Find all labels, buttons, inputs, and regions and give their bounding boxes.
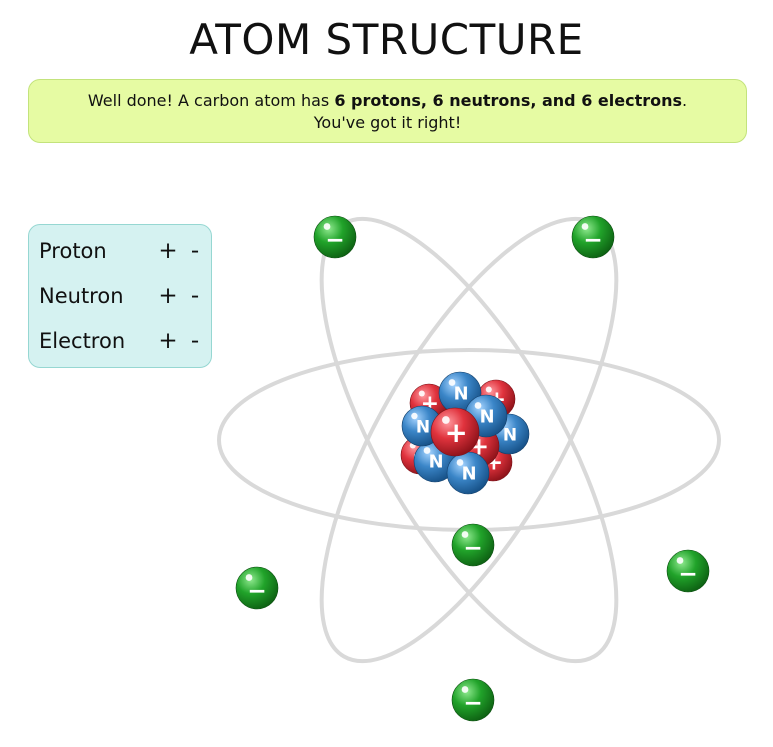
electron-charge-label: − bbox=[247, 578, 266, 604]
counter-row-neutron: Neutron + - bbox=[29, 277, 211, 322]
proton-shine bbox=[442, 416, 450, 424]
neutron-label: N bbox=[480, 407, 495, 428]
electron-charge-label: − bbox=[463, 690, 482, 716]
electron-particle: − bbox=[451, 678, 495, 722]
electron-shine bbox=[461, 686, 469, 693]
electron-charge-label: − bbox=[678, 561, 697, 587]
neutron-shine bbox=[448, 379, 456, 386]
add-proton-button[interactable]: + bbox=[158, 238, 178, 264]
proton-label: + bbox=[445, 416, 468, 449]
electron-particle: − bbox=[666, 549, 710, 593]
electron-particle: − bbox=[451, 523, 495, 567]
electron-group: − − − − − − bbox=[235, 215, 710, 722]
neutron-shine bbox=[456, 459, 464, 466]
electron-shine bbox=[676, 557, 684, 564]
electron-shine bbox=[245, 574, 253, 581]
particle-counter-panel: Proton + - Neutron + - Electron + - bbox=[28, 224, 212, 368]
neutron-label: Neutron bbox=[39, 284, 124, 308]
nucleus: ++++NNN+NNN+ bbox=[400, 371, 530, 495]
electron-charge-label: − bbox=[325, 227, 344, 253]
electron-particle: − bbox=[313, 215, 357, 259]
feedback-prefix: Well done! A carbon atom has bbox=[87, 91, 335, 110]
counter-row-proton: Proton + - bbox=[29, 232, 211, 277]
proton-shine bbox=[485, 386, 492, 393]
neutron-label: N bbox=[429, 452, 444, 473]
electron-shine bbox=[323, 223, 331, 230]
electron-particle: − bbox=[235, 566, 279, 610]
proton-shine bbox=[418, 390, 425, 397]
neutron-label: N bbox=[454, 384, 469, 405]
neutron-particle: N bbox=[446, 451, 490, 495]
neutron-shine bbox=[474, 402, 482, 409]
counter-row-electron: Electron + - bbox=[29, 322, 211, 367]
proton-label: Proton bbox=[39, 239, 107, 263]
neutron-label: N bbox=[416, 418, 430, 438]
remove-proton-button[interactable]: - bbox=[185, 238, 205, 264]
remove-electron-button[interactable]: - bbox=[185, 328, 205, 354]
neutron-label: N bbox=[503, 426, 517, 446]
feedback-banner: Well done! A carbon atom has 6 protons, … bbox=[28, 79, 747, 143]
electron-particle: − bbox=[571, 215, 615, 259]
electron-shine bbox=[461, 531, 469, 538]
neutron-label: N bbox=[462, 464, 477, 485]
proton-particle: + bbox=[430, 407, 480, 457]
electron-charge-label: − bbox=[463, 535, 482, 561]
neutron-shine bbox=[411, 412, 418, 420]
feedback-line-1: Well done! A carbon atom has 6 protons, … bbox=[29, 90, 746, 112]
electron-shine bbox=[581, 223, 589, 230]
electron-label: Electron bbox=[39, 329, 126, 353]
page-title: ATOM STRUCTURE bbox=[189, 15, 584, 64]
feedback-suffix: . bbox=[682, 91, 688, 110]
feedback-line-2: You've got it right! bbox=[313, 113, 462, 132]
add-electron-button[interactable]: + bbox=[158, 328, 178, 354]
neutron-shine bbox=[423, 447, 431, 454]
add-neutron-button[interactable]: + bbox=[158, 283, 178, 309]
electron-charge-label: − bbox=[583, 227, 602, 253]
remove-neutron-button[interactable]: - bbox=[185, 283, 205, 309]
feedback-highlight: 6 protons, 6 neutrons, and 6 electrons bbox=[334, 91, 683, 110]
